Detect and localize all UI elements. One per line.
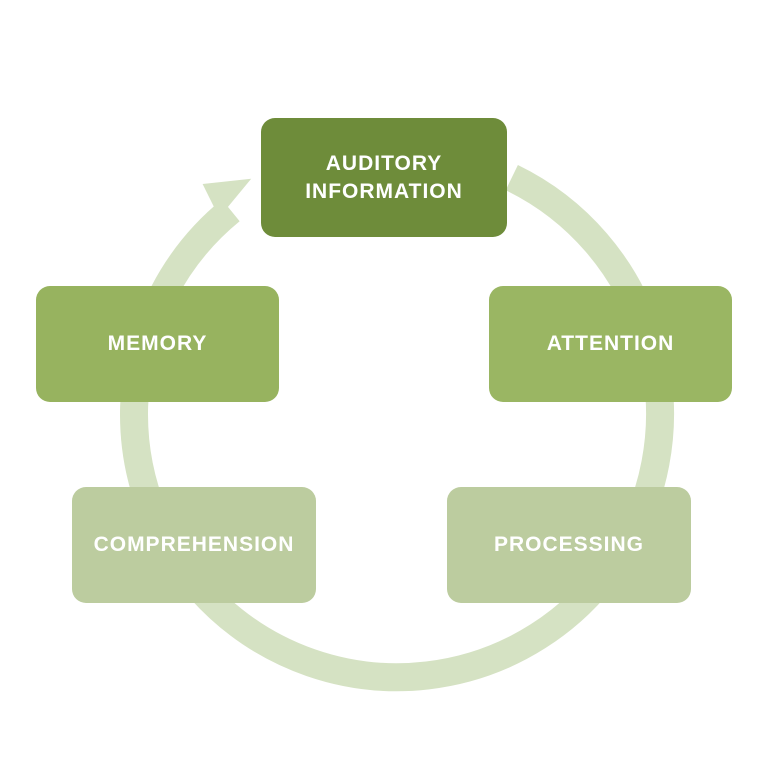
cycle-arrowhead-icon: [202, 178, 252, 218]
node-comprehension-label: COMPREHENSION: [93, 533, 295, 557]
node-memory: MEMORY: [36, 286, 279, 402]
node-comprehension: COMPREHENSION: [72, 487, 316, 603]
node-processing-label: PROCESSING: [493, 533, 645, 557]
node-memory-label: MEMORY: [107, 332, 208, 356]
node-auditory-label-line2: INFORMATION: [305, 179, 463, 203]
node-processing: PROCESSING: [447, 487, 691, 603]
node-auditory-information: AUDITORY INFORMATION: [261, 118, 507, 237]
node-attention-label: ATTENTION: [546, 332, 675, 356]
node-attention: ATTENTION: [489, 286, 732, 402]
node-auditory-label-line1: AUDITORY: [325, 151, 443, 175]
